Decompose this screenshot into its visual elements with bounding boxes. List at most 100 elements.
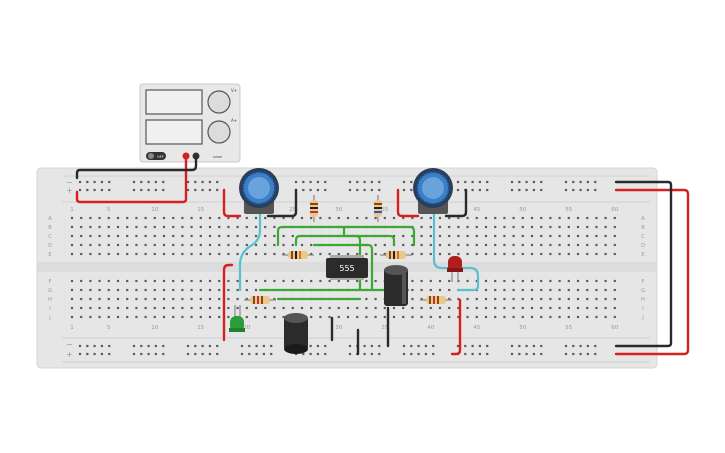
breadboard-hole[interactable] bbox=[116, 225, 120, 229]
breadboard-hole[interactable] bbox=[227, 315, 230, 319]
rail-hole[interactable] bbox=[147, 352, 150, 356]
breadboard-hole[interactable] bbox=[172, 288, 175, 292]
breadboard-hole[interactable] bbox=[484, 288, 488, 292]
breadboard-hole[interactable] bbox=[135, 225, 138, 229]
rail-hole[interactable] bbox=[486, 180, 489, 184]
capacitor-icon[interactable] bbox=[284, 316, 308, 350]
current-knob[interactable] bbox=[207, 120, 231, 144]
rail-hole[interactable] bbox=[86, 188, 89, 192]
breadboard-hole[interactable] bbox=[337, 306, 340, 310]
breadboard-hole[interactable] bbox=[356, 252, 359, 256]
breadboard-hole[interactable] bbox=[162, 216, 166, 220]
breadboard-hole[interactable] bbox=[457, 225, 460, 229]
rail-hole[interactable] bbox=[216, 180, 219, 184]
breadboard-hole[interactable] bbox=[521, 279, 524, 283]
rail-hole[interactable] bbox=[186, 180, 190, 184]
rail-hole[interactable] bbox=[540, 180, 543, 184]
rail-hole[interactable] bbox=[140, 188, 143, 192]
breadboard-hole[interactable] bbox=[181, 297, 184, 301]
breadboard-hole[interactable] bbox=[144, 279, 147, 283]
breadboard-hole[interactable] bbox=[549, 252, 552, 256]
rail-hole[interactable] bbox=[147, 180, 150, 184]
wire-pot2-left-red[interactable] bbox=[396, 188, 420, 218]
breadboard-hole[interactable] bbox=[558, 279, 561, 283]
breadboard-hole[interactable] bbox=[586, 216, 589, 220]
breadboard-hole[interactable] bbox=[567, 315, 570, 319]
wire-pot1-left-red[interactable] bbox=[222, 188, 242, 218]
breadboard-hole[interactable] bbox=[116, 306, 120, 310]
breadboard-hole[interactable] bbox=[595, 297, 598, 301]
breadboard-hole[interactable] bbox=[190, 315, 193, 319]
rail-hole[interactable] bbox=[240, 344, 244, 348]
breadboard-hole[interactable] bbox=[392, 216, 396, 220]
rail-hole[interactable] bbox=[216, 344, 219, 348]
breadboard-hole[interactable] bbox=[273, 252, 276, 256]
rail-hole[interactable] bbox=[108, 344, 111, 348]
rail-hole[interactable] bbox=[262, 344, 265, 348]
breadboard-hole[interactable] bbox=[107, 252, 110, 256]
breadboard-hole[interactable] bbox=[494, 315, 497, 319]
breadboard-hole[interactable] bbox=[98, 297, 101, 301]
breadboard-hole[interactable] bbox=[411, 315, 414, 319]
breadboard-hole[interactable] bbox=[457, 315, 460, 319]
breadboard-hole[interactable] bbox=[199, 225, 202, 229]
breadboard-hole[interactable] bbox=[282, 243, 285, 247]
breadboard-hole[interactable] bbox=[549, 279, 552, 283]
breadboard-hole[interactable] bbox=[107, 225, 110, 229]
breadboard-hole[interactable] bbox=[595, 243, 598, 247]
breadboard-hole[interactable] bbox=[227, 297, 230, 301]
breadboard-hole[interactable] bbox=[181, 315, 184, 319]
rail-hole[interactable] bbox=[356, 188, 359, 192]
breadboard-hole[interactable] bbox=[245, 252, 248, 256]
breadboard-hole[interactable] bbox=[365, 315, 368, 319]
rail-hole[interactable] bbox=[478, 352, 481, 356]
breadboard-hole[interactable] bbox=[310, 306, 313, 310]
breadboard-hole[interactable] bbox=[586, 315, 589, 319]
breadboard-hole[interactable] bbox=[70, 252, 74, 256]
wire-green-loop[interactable] bbox=[348, 234, 362, 292]
rail-hole[interactable] bbox=[186, 188, 190, 192]
rail-hole[interactable] bbox=[456, 188, 460, 192]
breadboard-hole[interactable] bbox=[80, 252, 83, 256]
rail-hole[interactable] bbox=[194, 180, 197, 184]
breadboard-hole[interactable] bbox=[475, 297, 478, 301]
breadboard-hole[interactable] bbox=[512, 252, 515, 256]
breadboard-hole[interactable] bbox=[236, 306, 239, 310]
breadboard-hole[interactable] bbox=[457, 216, 460, 220]
breadboard-hole[interactable] bbox=[264, 234, 267, 238]
rail-hole[interactable] bbox=[100, 188, 103, 192]
rail-hole[interactable] bbox=[324, 344, 327, 348]
breadboard-hole[interactable] bbox=[558, 216, 561, 220]
breadboard-hole[interactable] bbox=[374, 243, 377, 247]
breadboard-hole[interactable] bbox=[420, 252, 423, 256]
breadboard-hole[interactable] bbox=[328, 252, 331, 256]
breadboard-hole[interactable] bbox=[595, 225, 598, 229]
rail-hole[interactable] bbox=[370, 352, 373, 356]
rail-hole[interactable] bbox=[78, 180, 82, 184]
breadboard-hole[interactable] bbox=[540, 279, 543, 283]
breadboard-hole[interactable] bbox=[89, 234, 92, 238]
rail-hole[interactable] bbox=[586, 180, 589, 184]
breadboard-hole[interactable] bbox=[521, 216, 524, 220]
breadboard-hole[interactable] bbox=[503, 306, 506, 310]
breadboard-hole[interactable] bbox=[549, 306, 552, 310]
breadboard-hole[interactable] bbox=[218, 234, 221, 238]
breadboard-hole[interactable] bbox=[438, 306, 442, 310]
ic-555[interactable]: 555 bbox=[326, 255, 368, 280]
breadboard-hole[interactable] bbox=[484, 306, 488, 310]
breadboard-hole[interactable] bbox=[595, 315, 598, 319]
rail-hole[interactable] bbox=[410, 188, 413, 192]
breadboard-hole[interactable] bbox=[503, 279, 506, 283]
breadboard-hole[interactable] bbox=[135, 279, 138, 283]
breadboard-hole[interactable] bbox=[576, 252, 580, 256]
breadboard-hole[interactable] bbox=[374, 216, 377, 220]
breadboard-hole[interactable] bbox=[475, 315, 478, 319]
rail-hole[interactable] bbox=[154, 352, 157, 356]
breadboard-hole[interactable] bbox=[227, 225, 230, 229]
breadboard-hole[interactable] bbox=[172, 225, 175, 229]
breadboard-hole[interactable] bbox=[218, 315, 221, 319]
breadboard-hole[interactable] bbox=[126, 216, 129, 220]
breadboard-hole[interactable] bbox=[273, 216, 276, 220]
breadboard-hole[interactable] bbox=[208, 297, 212, 301]
rail-hole[interactable] bbox=[402, 352, 406, 356]
